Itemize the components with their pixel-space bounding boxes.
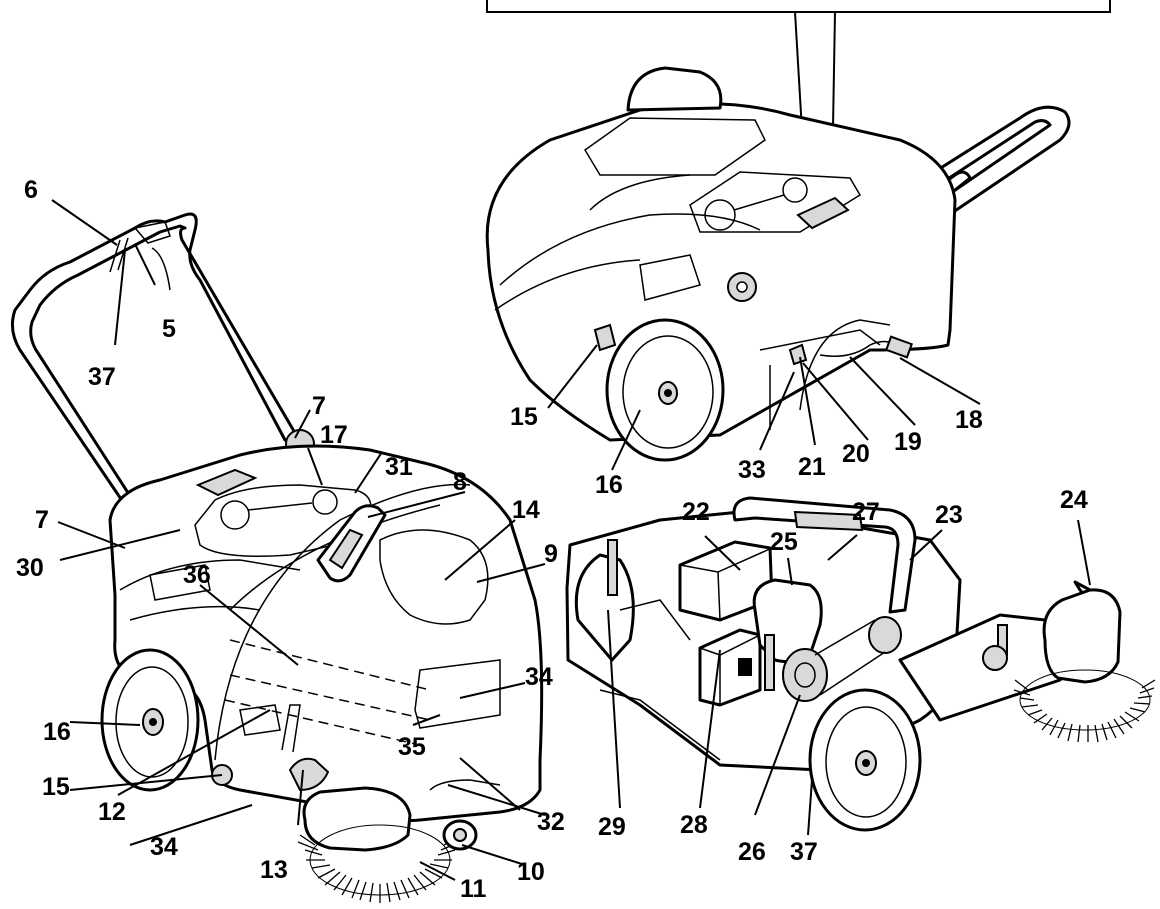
callout-21: 21 [798, 453, 826, 481]
callout-27: 27 [852, 498, 880, 526]
callout-17: 17 [320, 421, 348, 449]
callout-33: 33 [738, 456, 766, 484]
control-box [195, 468, 258, 497]
callout-31: 31 [385, 453, 413, 481]
sweeper-rear-view [485, 66, 1071, 462]
sweeper-front-view [10, 212, 544, 903]
callout-13: 13 [260, 856, 288, 884]
callout-5: 5 [162, 315, 176, 343]
callout-37-internal: 37 [790, 838, 818, 866]
callout-15: 15 [42, 773, 70, 801]
callout-20: 20 [842, 440, 870, 468]
rear-control-panel [796, 196, 850, 230]
sweeper-internal-view [565, 496, 1156, 832]
callout-19: 19 [894, 428, 922, 456]
callout-35: 35 [398, 733, 426, 761]
callout-11: 11 [460, 875, 487, 903]
callout-15-rear: 15 [510, 403, 538, 431]
drive-pulley [782, 648, 828, 702]
callout-34-lower: 34 [150, 833, 178, 861]
rear-dome [626, 66, 723, 112]
callout-24: 24 [1060, 486, 1088, 514]
callout-30: 30 [16, 554, 44, 582]
callout-16-rear: 16 [595, 471, 623, 499]
viewing-window [414, 659, 501, 729]
callout-34: 34 [525, 663, 553, 691]
callout-37: 37 [88, 363, 116, 391]
callout-6: 6 [24, 176, 38, 204]
side-brush-housing [302, 786, 412, 852]
callout-16: 16 [43, 718, 71, 746]
brush-housing-right [1042, 588, 1122, 684]
callout-9: 9 [544, 540, 558, 568]
side-brush-front [297, 824, 461, 903]
callout-25: 25 [770, 528, 798, 556]
leader-lines [51, 199, 1091, 881]
callout-32: 32 [537, 808, 565, 836]
callout-28: 28 [680, 811, 708, 839]
rear-handle [753, 105, 1071, 312]
callout-labels: 6 5 37 7 17 31 8 14 9 7 30 36 34 16 35 1… [16, 176, 1088, 903]
callout-10: 10 [517, 858, 545, 886]
callout-29: 29 [598, 813, 626, 841]
callout-22: 22 [682, 498, 710, 526]
callout-36: 36 [183, 561, 211, 589]
callout-7: 7 [312, 392, 326, 420]
callout-23: 23 [935, 501, 963, 529]
handle-bar [10, 212, 300, 532]
callout-26: 26 [738, 838, 766, 866]
callout-7-left: 7 [35, 506, 49, 534]
callout-18: 18 [955, 406, 983, 434]
sweeper-housing [108, 444, 544, 822]
callout-8: 8 [453, 468, 467, 496]
callout-14: 14 [512, 496, 540, 524]
callout-12: 12 [98, 798, 126, 826]
side-brush-rear [1013, 669, 1156, 743]
left-rear-wheel [574, 553, 635, 662]
